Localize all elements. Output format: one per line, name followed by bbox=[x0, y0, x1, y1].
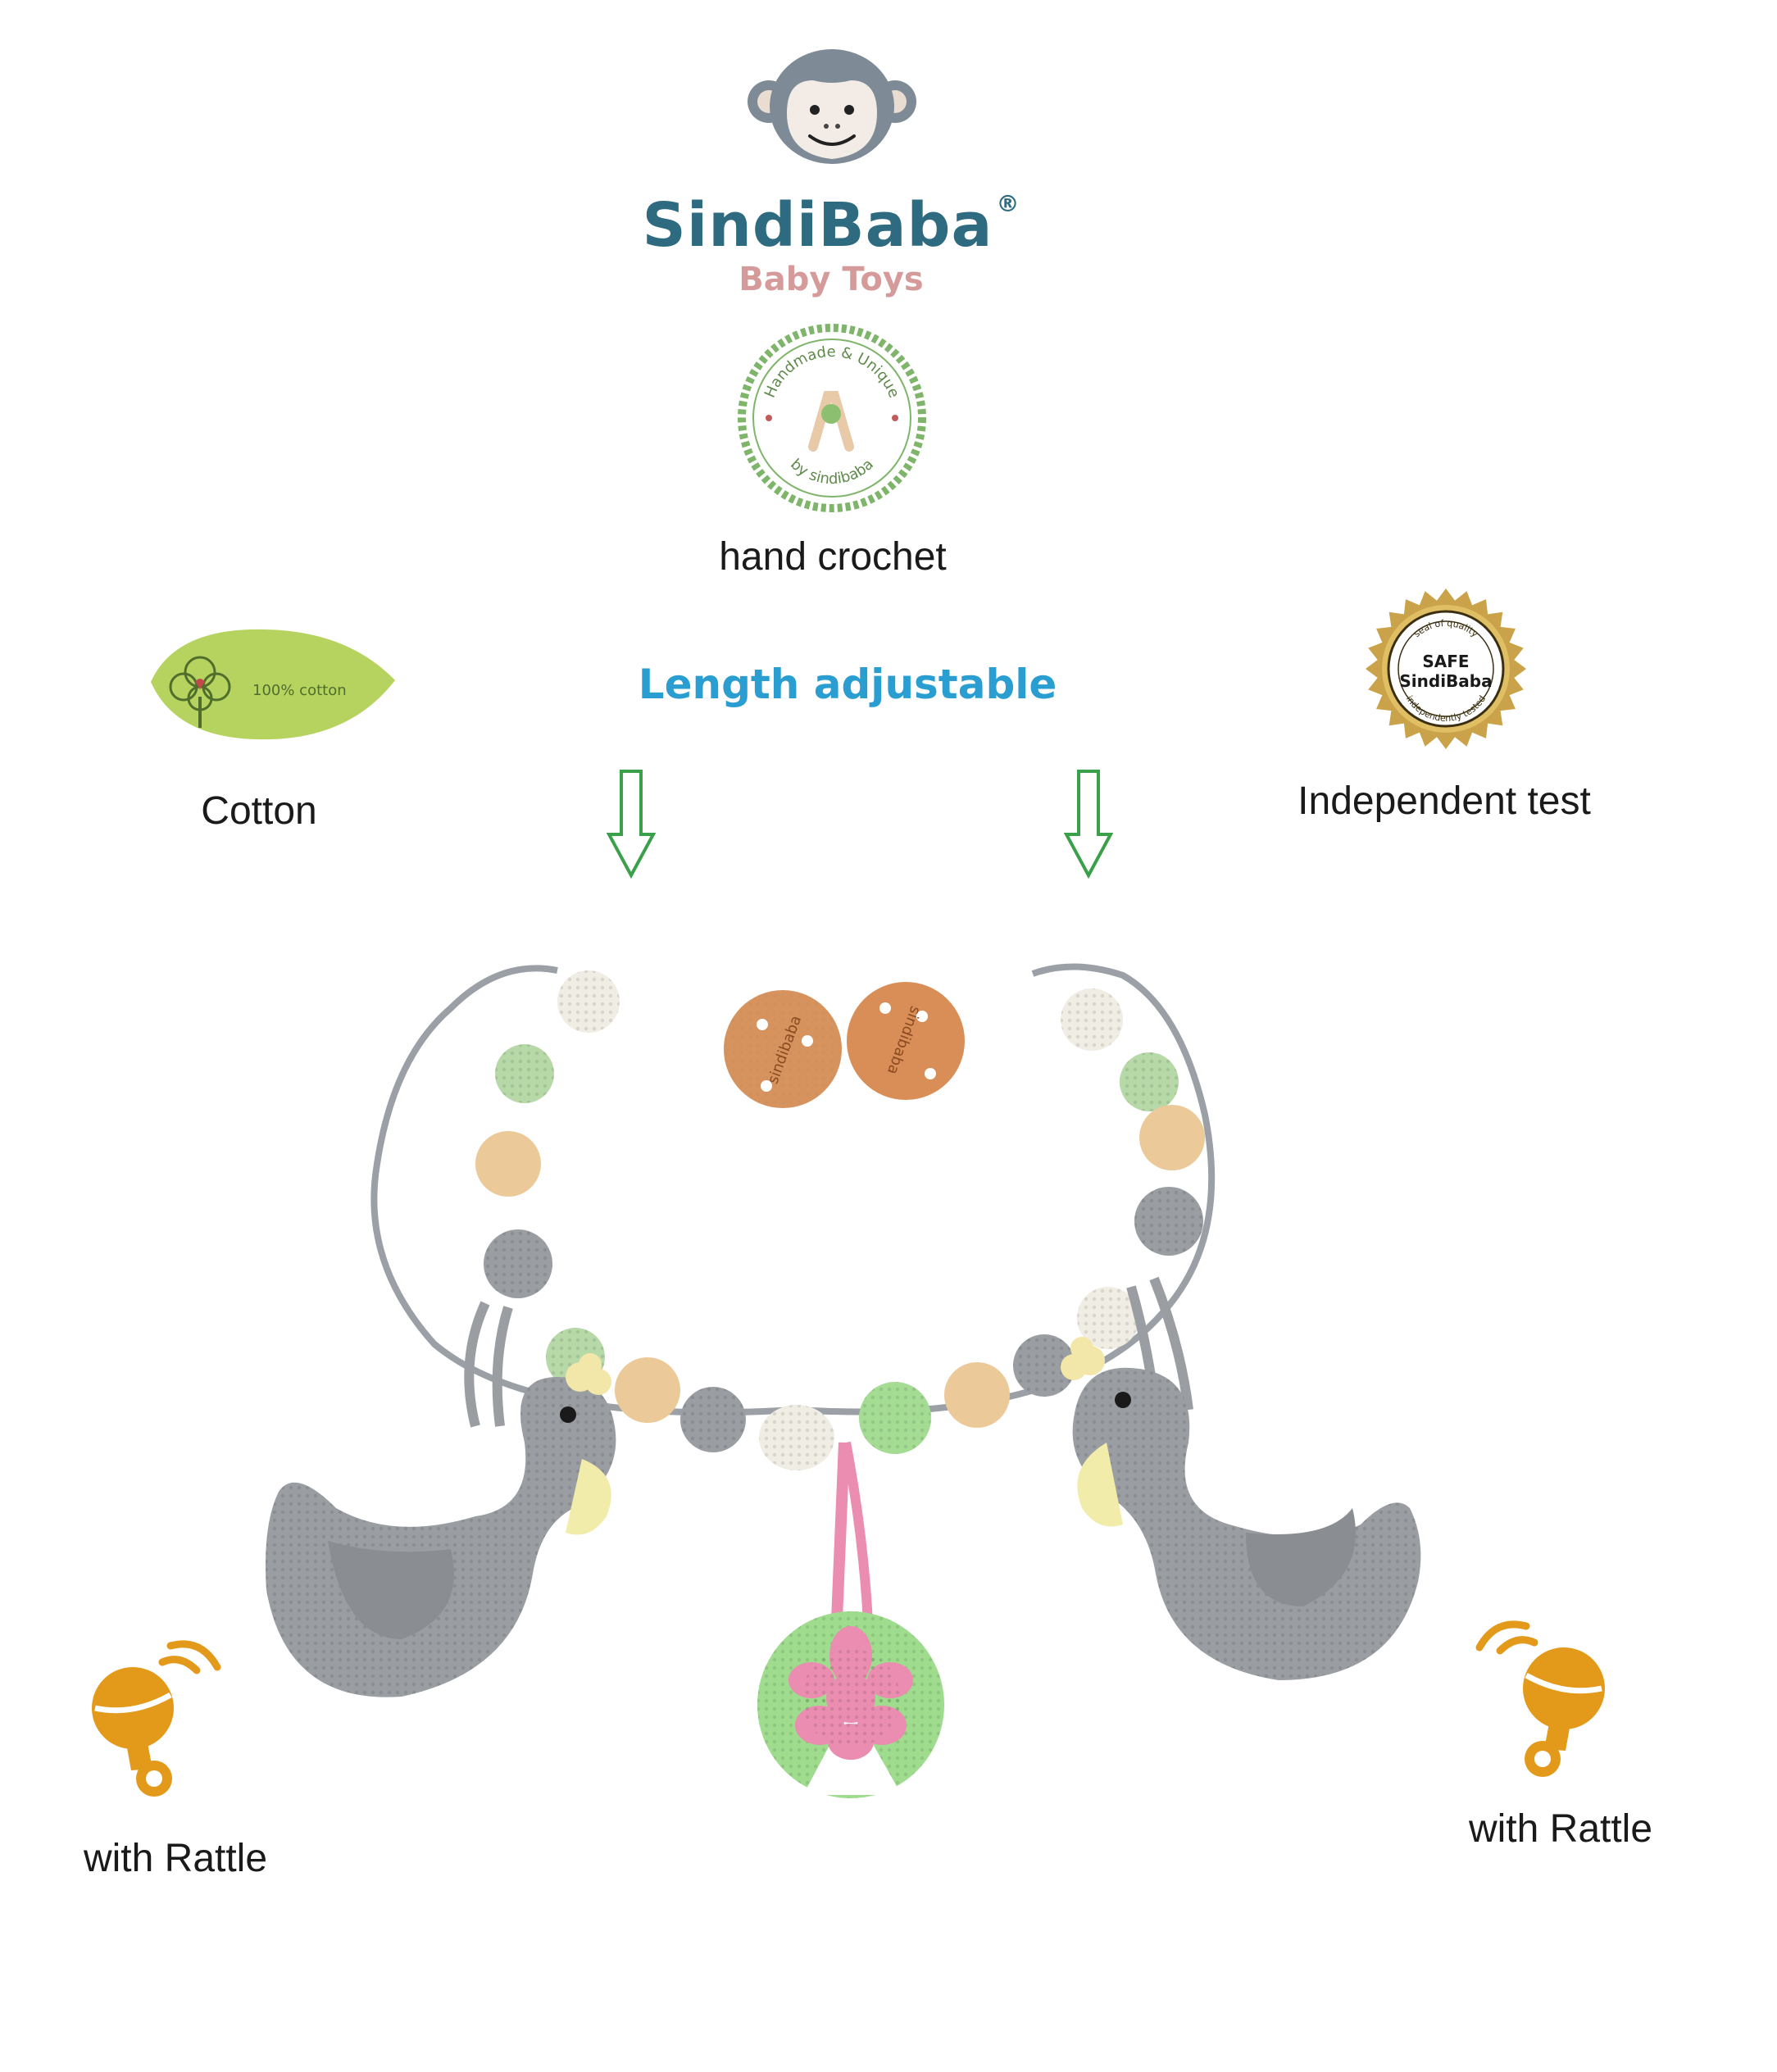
swan-toy-right bbox=[1061, 1276, 1421, 1680]
monkey-logo-icon bbox=[748, 49, 916, 164]
hand-crochet-label: hand crochet bbox=[719, 535, 947, 579]
length-adjustable-label: Length adjustable bbox=[638, 661, 1057, 708]
down-arrow-icon bbox=[1064, 770, 1113, 879]
brand-subtitle: Baby Toys bbox=[739, 261, 924, 298]
seal-safe-text: SAFE bbox=[1422, 652, 1469, 671]
cotton-leaf-icon: 100% cotton bbox=[151, 629, 395, 740]
lotus-pendant bbox=[757, 1441, 944, 1798]
brand-name: SindiBaba® bbox=[642, 190, 1020, 261]
down-arrow-icon bbox=[607, 770, 656, 879]
wooden-clip: sindibaba bbox=[847, 982, 965, 1100]
seal-brand-text: SindiBaba bbox=[1399, 671, 1492, 691]
pram-chain-product: sindibaba sindibaba bbox=[266, 963, 1421, 1798]
rattle-icon bbox=[1475, 1620, 1605, 1777]
cotton-label: Cotton bbox=[201, 789, 317, 833]
handmade-badge-icon: Handmade & Unique by sindibaba bbox=[738, 324, 926, 512]
rattle-icon bbox=[92, 1640, 221, 1797]
independent-test-label: Independent test bbox=[1298, 779, 1591, 823]
rattle-right-label: with Rattle bbox=[1468, 1807, 1653, 1851]
bead-group-right bbox=[944, 988, 1205, 1428]
bead-group-center bbox=[759, 1382, 931, 1470]
quality-seal-icon: seal of quality SAFE SindiBaba independe… bbox=[1366, 588, 1526, 749]
wooden-clip: sindibaba bbox=[724, 990, 842, 1108]
bead-group-left bbox=[475, 970, 746, 1452]
rattle-left-label: with Rattle bbox=[83, 1837, 268, 1880]
cotton-leaf-text: 100% cotton bbox=[252, 682, 347, 699]
registered-mark: ® bbox=[996, 190, 1020, 217]
swan-toy-left bbox=[266, 1301, 616, 1697]
